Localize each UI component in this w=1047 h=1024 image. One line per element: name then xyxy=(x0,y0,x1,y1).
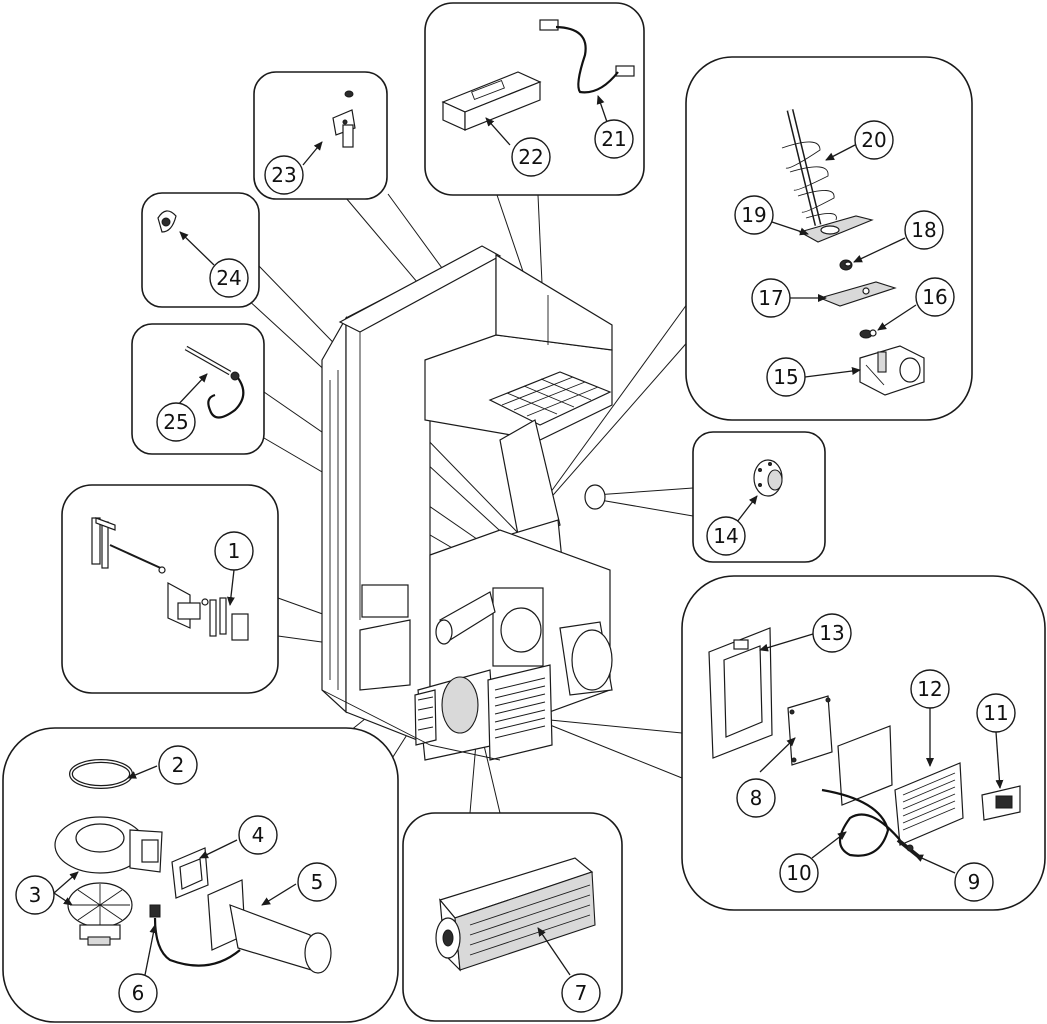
callout-2: 2 xyxy=(158,745,198,785)
callout-14: 14 xyxy=(706,516,746,556)
callout-5: 5 xyxy=(297,862,337,902)
callout-17-label: 17 xyxy=(758,286,783,310)
callout-8-label: 8 xyxy=(750,786,763,810)
stove-body xyxy=(321,245,613,761)
part-13-frame xyxy=(708,627,773,759)
callout-6: 6 xyxy=(118,973,158,1013)
callout-18: 18 xyxy=(904,210,944,250)
callout-10: 10 xyxy=(779,853,819,893)
callout-11: 11 xyxy=(976,693,1016,733)
callout-1: 1 xyxy=(214,531,254,571)
callout-23: 23 xyxy=(264,155,304,195)
callout-9: 9 xyxy=(954,862,994,902)
part-22-block xyxy=(441,71,542,131)
callout-15-label: 15 xyxy=(773,365,798,389)
callout-3: 3 xyxy=(15,875,55,915)
part-14-pressure-switch xyxy=(753,459,783,497)
callout-13: 13 xyxy=(812,613,852,653)
callout-8: 8 xyxy=(736,778,776,818)
callout-4-label: 4 xyxy=(252,823,265,847)
box-parts-15-20 xyxy=(685,56,973,421)
part-7-tangential-fan xyxy=(435,857,596,972)
callout-11-label: 11 xyxy=(983,701,1008,725)
hopper-grid xyxy=(488,371,612,426)
callout-19: 19 xyxy=(734,195,774,235)
fan-impeller-spokes xyxy=(70,884,130,926)
part-25-probe xyxy=(184,345,245,419)
callout-9-label: 9 xyxy=(968,870,981,894)
callouts: 1 2 3 4 5 6 7 8 xyxy=(15,119,1016,1013)
part-19-gasket xyxy=(798,215,874,243)
callout-6-label: 6 xyxy=(132,981,145,1005)
part-24-clamp xyxy=(157,210,177,233)
box-part-25 xyxy=(131,323,265,455)
part-10-wire xyxy=(821,788,901,857)
callout-25-label: 25 xyxy=(163,410,188,434)
callout-14-label: 14 xyxy=(713,524,738,548)
part-17-plate xyxy=(818,281,897,307)
callout-10-label: 10 xyxy=(786,861,811,885)
callout-15: 15 xyxy=(766,357,806,397)
callout-5-label: 5 xyxy=(311,870,324,894)
callout-3-label: 3 xyxy=(29,883,42,907)
callout-7-label: 7 xyxy=(575,981,588,1005)
callout-24: 24 xyxy=(209,258,249,298)
part-15-gearmotor xyxy=(859,345,925,396)
callout-13-label: 13 xyxy=(819,621,844,645)
part-11-switch xyxy=(981,785,1021,821)
callout-21-label: 21 xyxy=(601,127,626,151)
part-control-board xyxy=(837,725,893,806)
callout-22: 22 xyxy=(511,137,551,177)
part-21-cable xyxy=(539,19,635,94)
callout-4: 4 xyxy=(238,815,278,855)
callout-21: 21 xyxy=(594,119,634,159)
callout-22-label: 22 xyxy=(518,145,543,169)
callout-7: 7 xyxy=(561,973,601,1013)
callout-18-label: 18 xyxy=(911,218,936,242)
part-1-door-mechanism xyxy=(91,517,249,641)
callout-2-label: 2 xyxy=(172,753,185,777)
callout-25: 25 xyxy=(156,402,196,442)
callout-16-label: 16 xyxy=(922,285,947,309)
part-5-pipe xyxy=(207,879,332,974)
part-18-bushing xyxy=(839,259,853,271)
part-16-coupling xyxy=(859,329,877,339)
part-3-blower xyxy=(54,816,163,946)
part-8-board xyxy=(787,695,833,766)
callout-12-label: 12 xyxy=(917,677,942,701)
callout-17: 17 xyxy=(751,278,791,318)
callout-23-label: 23 xyxy=(271,163,296,187)
callout-12: 12 xyxy=(910,669,950,709)
part-4-gasket xyxy=(171,847,209,899)
part-20-auger xyxy=(781,109,837,226)
callout-16: 16 xyxy=(915,277,955,317)
part-12-grille xyxy=(894,762,964,846)
callout-19-label: 19 xyxy=(741,203,766,227)
part-9-sensor xyxy=(896,838,920,858)
callout-20: 20 xyxy=(854,120,894,160)
callout-1-label: 1 xyxy=(228,539,241,563)
callout-24-label: 24 xyxy=(216,266,241,290)
callout-20-label: 20 xyxy=(861,128,886,152)
part-6-thermostat xyxy=(149,904,241,967)
louver-panel xyxy=(487,664,553,761)
part-23-bracket xyxy=(332,90,356,148)
